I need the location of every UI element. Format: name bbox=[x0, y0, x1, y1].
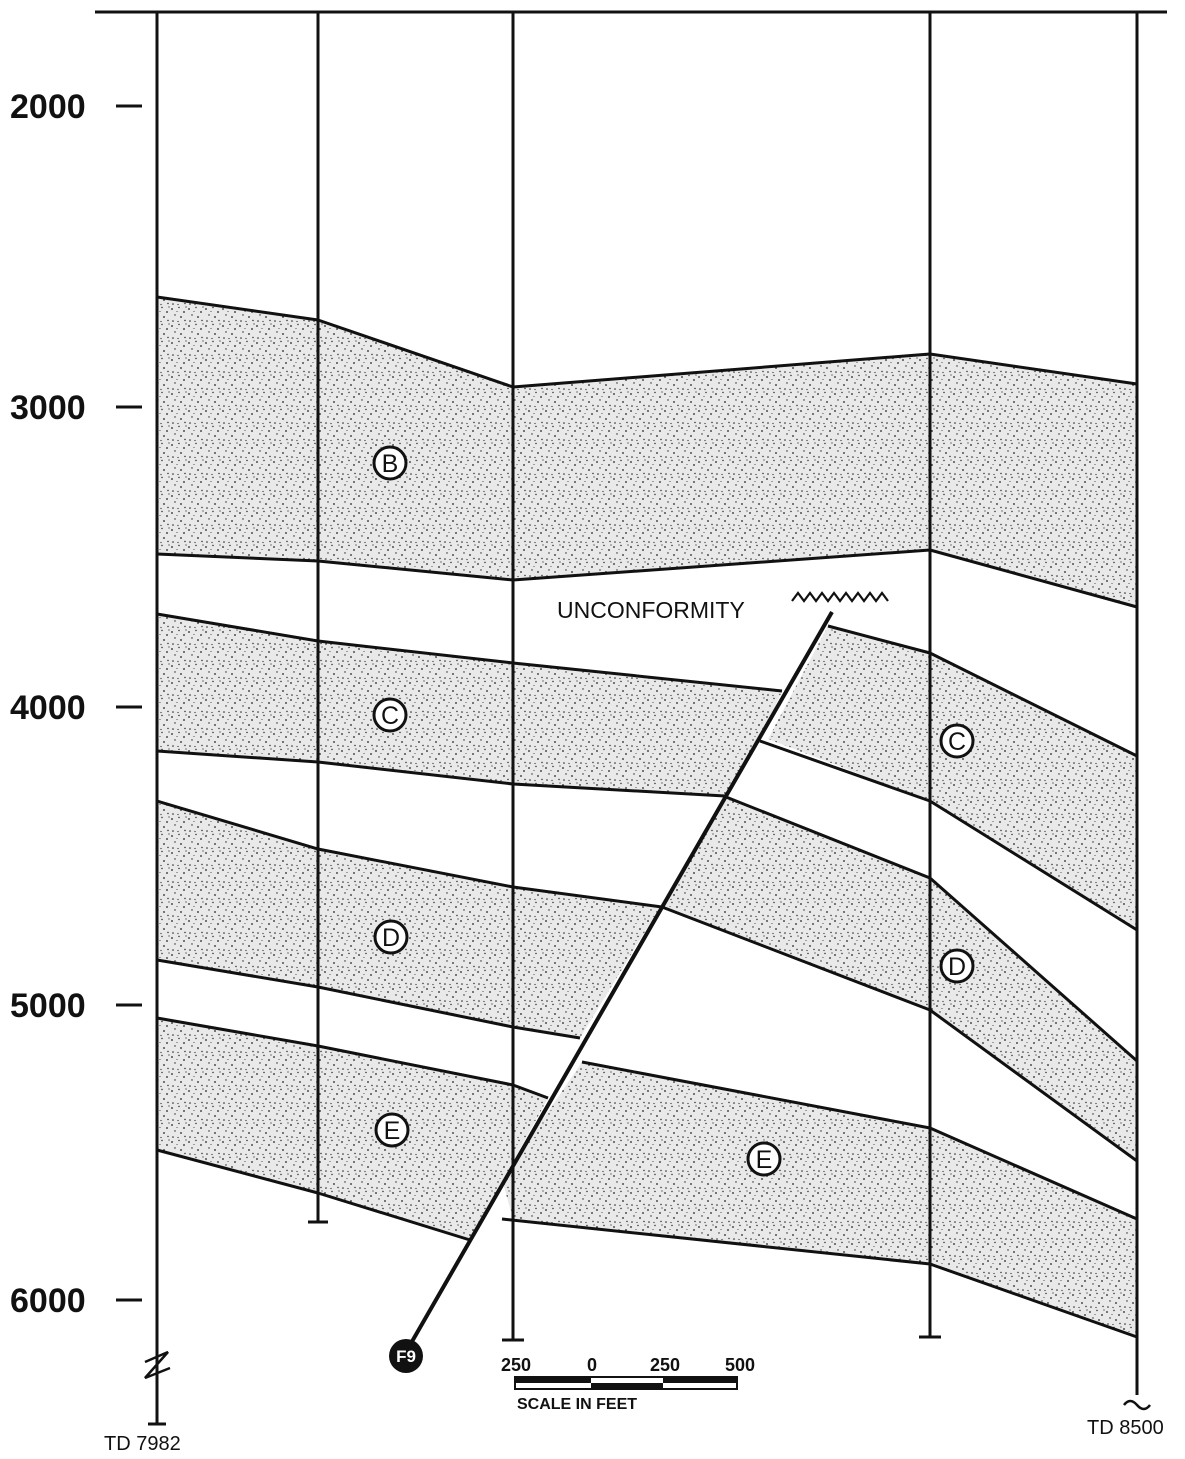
svg-text:C: C bbox=[381, 702, 399, 730]
unit-label-d-left: D bbox=[373, 919, 409, 955]
svg-text:B: B bbox=[382, 450, 399, 478]
bed-d-right bbox=[662, 797, 1137, 1161]
depth-tick-label: 4000 bbox=[10, 689, 86, 727]
well-5-break bbox=[1123, 1399, 1151, 1411]
unit-label-c-right: C bbox=[939, 723, 975, 759]
scale-bar: 250 0 250 500 SCALE IN FEET bbox=[501, 1355, 755, 1413]
td-left-label: TD 7982 bbox=[104, 1433, 181, 1455]
scale-bar-label: 0 bbox=[587, 1355, 597, 1375]
unit-labels: B C C D D E E bbox=[372, 445, 975, 1177]
scale-bar-label: 250 bbox=[650, 1355, 680, 1375]
unconformity-squiggle bbox=[791, 591, 889, 603]
depth-tick-label: 6000 bbox=[10, 1282, 86, 1320]
scale-bar-label: 250 bbox=[501, 1355, 531, 1375]
svg-text:E: E bbox=[756, 1146, 773, 1174]
bed-b bbox=[157, 297, 1137, 607]
well-lines bbox=[144, 12, 1151, 1426]
unconformity-label: UNCONFORMITY bbox=[557, 597, 745, 623]
well-1-break bbox=[144, 1350, 171, 1380]
fault-f9-line bbox=[408, 611, 834, 1346]
td-right-label: TD 8500 bbox=[1087, 1417, 1164, 1439]
fault-f9-label: F9 bbox=[389, 1339, 423, 1373]
svg-text:F9: F9 bbox=[396, 1347, 416, 1366]
bed-c-right bbox=[768, 626, 1137, 930]
scale-bar-caption: SCALE IN FEET bbox=[517, 1396, 637, 1413]
unit-label-b: B bbox=[372, 445, 408, 481]
svg-text:D: D bbox=[382, 924, 400, 952]
svg-text:E: E bbox=[384, 1117, 401, 1145]
bed-d-left bbox=[157, 801, 660, 1038]
unit-label-e-right: E bbox=[746, 1141, 782, 1177]
depth-axis: 2000 3000 4000 5000 6000 bbox=[10, 88, 142, 1320]
svg-text:D: D bbox=[948, 953, 966, 981]
sand-beds bbox=[157, 297, 1137, 1337]
bed-e-right bbox=[502, 1062, 1137, 1337]
unit-label-d-right: D bbox=[939, 948, 975, 984]
unit-label-e-left: E bbox=[374, 1112, 410, 1148]
depth-tick-label: 2000 bbox=[10, 88, 86, 126]
scale-bar-label: 500 bbox=[725, 1355, 755, 1375]
depth-tick-label: 5000 bbox=[10, 987, 86, 1025]
unit-label-c-left: C bbox=[372, 697, 408, 733]
svg-text:C: C bbox=[948, 728, 966, 756]
bed-c-left bbox=[157, 614, 782, 796]
depth-tick-label: 3000 bbox=[10, 389, 86, 427]
